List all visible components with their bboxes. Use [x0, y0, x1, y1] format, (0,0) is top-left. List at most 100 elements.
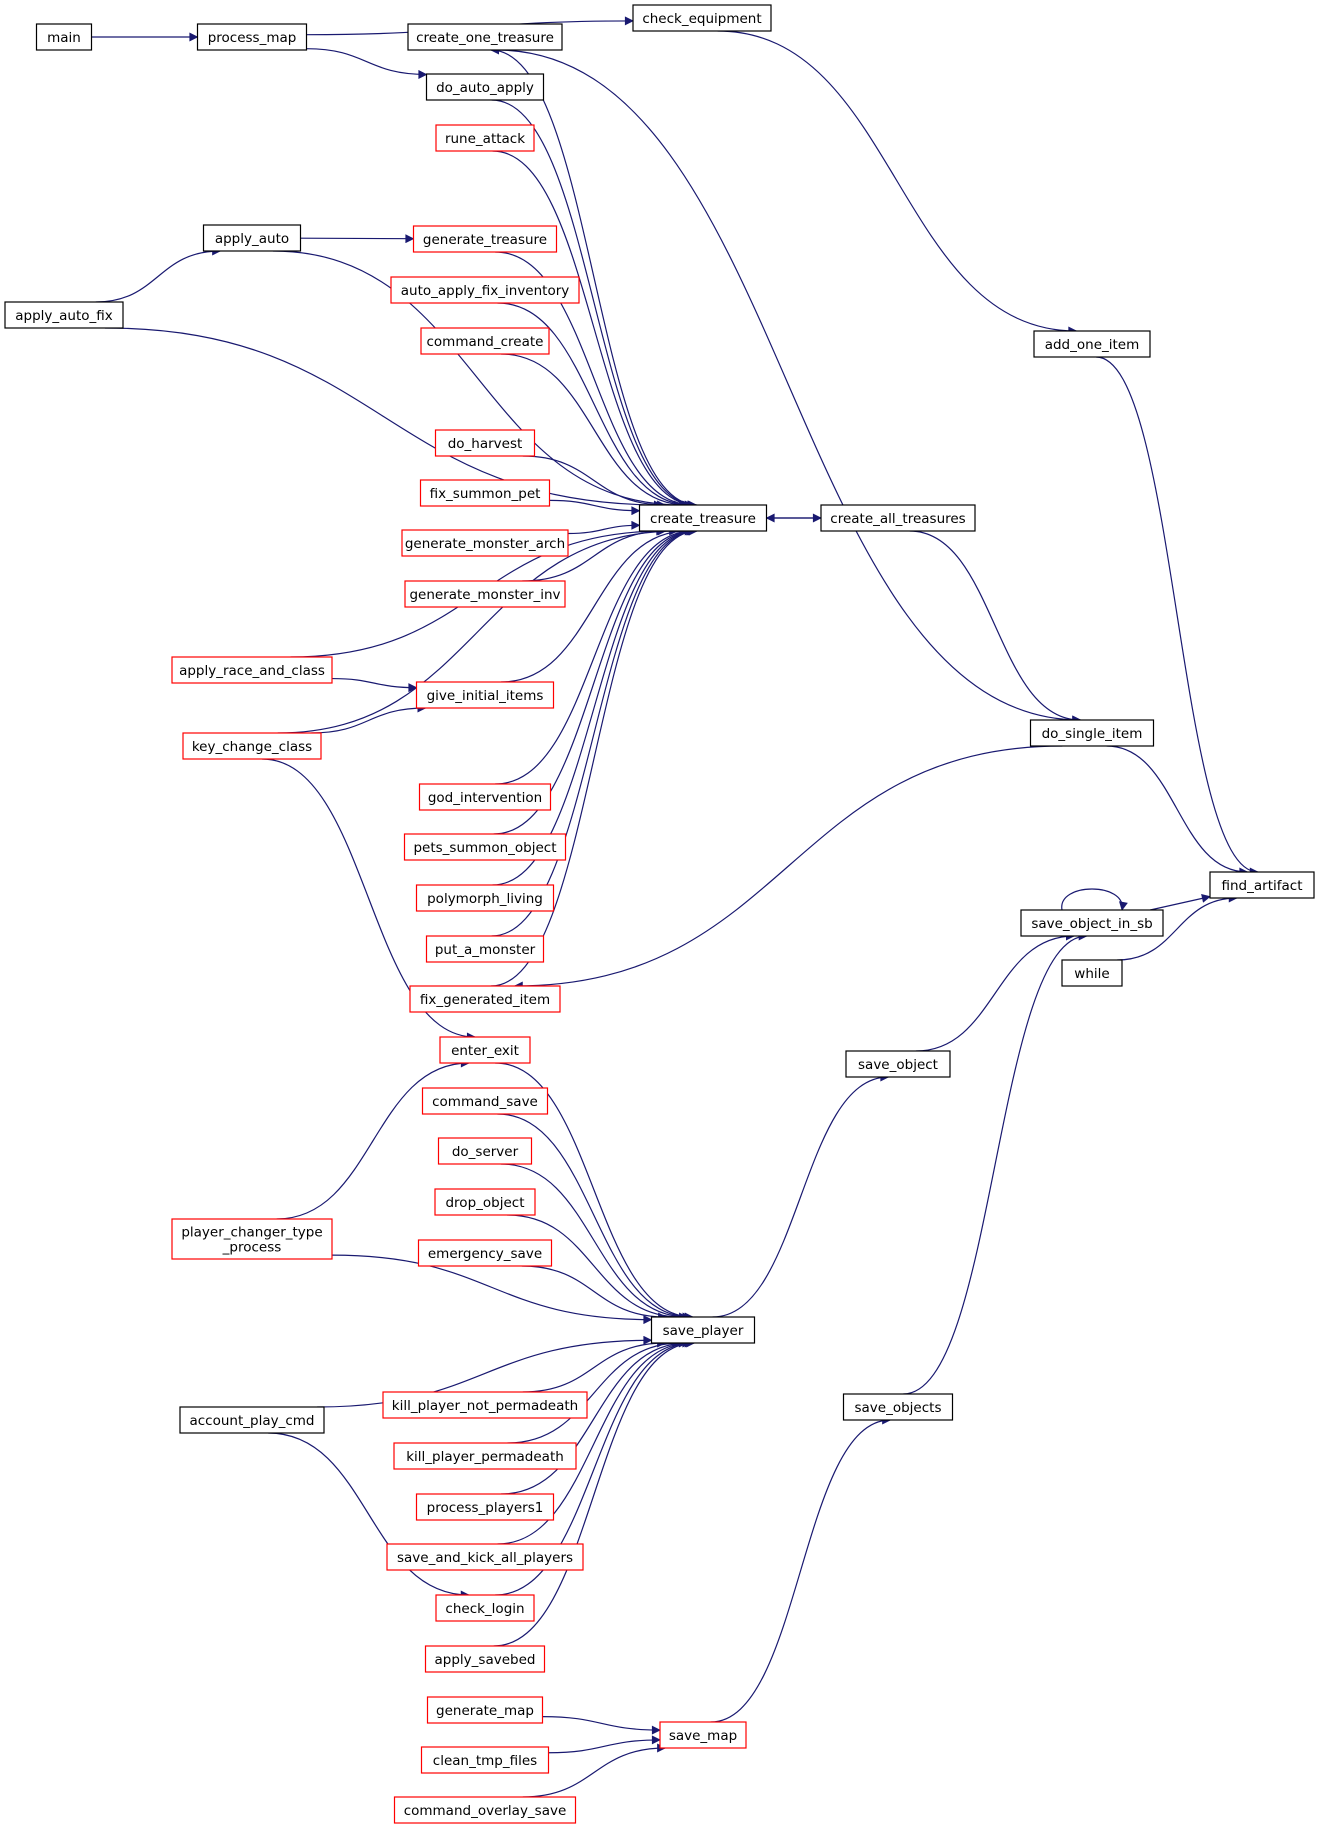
node-save-player[interactable]: save_player — [650, 1316, 756, 1344]
node-generate-map[interactable]: generate_map — [426, 1696, 544, 1724]
edge-add_one_item-to-find_artifact — [1096, 356, 1259, 877]
node-generate-monster-arch[interactable]: generate_monster_arch — [401, 529, 569, 557]
node-create-treasure[interactable]: create_treasure — [638, 504, 768, 532]
edge-do_harvest-to-create_treasure — [522, 455, 667, 510]
edge-do_single_item-to-find_artifact — [1106, 745, 1249, 877]
node-label: create_all_treasures — [830, 511, 965, 527]
node-apply-savebed[interactable]: apply_savebed — [424, 1645, 546, 1673]
node-save-object-in-sb[interactable]: save_object_in_sb — [1020, 909, 1164, 937]
node-auto-apply-fix-inventory[interactable]: auto_apply_fix_inventory — [390, 276, 580, 304]
edge-fix_summon_pet-to-create_treasure — [549, 499, 641, 516]
node-fix-summon-pet[interactable]: fix_summon_pet — [419, 479, 551, 507]
node-rune-attack[interactable]: rune_attack — [435, 124, 535, 152]
node-box — [179, 1406, 325, 1434]
edge-put_a_monster-to-create_treasure — [491, 526, 698, 937]
node-box — [1061, 959, 1123, 987]
edge-kill_player_permadeath-to-save_player — [507, 1338, 682, 1444]
node-while[interactable]: while — [1061, 959, 1123, 987]
node-box — [171, 656, 333, 684]
edge-layer — [91, 16, 1259, 1798]
node-create-one-treasure[interactable]: create_one_treasure — [407, 23, 563, 51]
node-kill-player-not-permadeath[interactable]: kill_player_not_permadeath — [382, 1391, 588, 1419]
edge-do_server-to-save_player — [500, 1163, 689, 1322]
node-process-map[interactable]: process_map — [196, 23, 308, 51]
node-label: while — [1074, 966, 1109, 982]
node-label: player_changer_type_process — [181, 1225, 322, 1256]
node-drop-object[interactable]: drop_object — [434, 1188, 536, 1216]
node-create-all-treasures[interactable]: create_all_treasures — [820, 504, 976, 532]
node-save-map[interactable]: save_map — [659, 1721, 747, 1749]
node-polymorph-living[interactable]: polymorph_living — [415, 884, 555, 912]
node-give-initial-items[interactable]: give_initial_items — [415, 681, 555, 709]
edge-save_objects-to-save_object_in_sb — [903, 931, 1088, 1395]
node-label: put_a_monster — [435, 942, 536, 958]
node-box — [202, 224, 302, 252]
node-do-single-item[interactable]: do_single_item — [1029, 719, 1155, 747]
edge-drop_object-to-save_player — [507, 1214, 682, 1322]
node-clean-tmp-files[interactable]: clean_tmp_files — [420, 1746, 550, 1774]
node-enter-exit[interactable]: enter_exit — [439, 1036, 531, 1064]
node-box — [403, 833, 567, 861]
edge-rune_attack-to-create_treasure — [492, 150, 697, 510]
node-label: fix_generated_item — [420, 992, 550, 1008]
node-key-change-class[interactable]: key_change_class — [182, 732, 322, 760]
node-player-changer-type-process[interactable]: player_changer_type_process — [171, 1218, 333, 1260]
node-box — [820, 504, 976, 532]
node-box — [171, 1218, 333, 1260]
node-box — [435, 124, 535, 152]
edge-player_changer_type_process-to-enter_exit — [276, 1058, 470, 1220]
node-box — [434, 429, 536, 457]
node-label: apply_race_and_class — [179, 663, 325, 679]
node-label: god_intervention — [428, 790, 542, 806]
node-apply-auto-fix[interactable]: apply_auto_fix — [4, 301, 124, 329]
node-command-overlay-save[interactable]: command_overlay_save — [393, 1796, 577, 1824]
node-do-server[interactable]: do_server — [437, 1137, 533, 1165]
node-apply-race-and-class[interactable]: apply_race_and_class — [171, 656, 333, 684]
node-save-object[interactable]: save_object — [845, 1050, 951, 1078]
node-label: do_server — [452, 1144, 519, 1160]
node-box — [439, 1036, 531, 1064]
node-label: emergency_save — [428, 1246, 542, 1262]
node-put-a-monster[interactable]: put_a_monster — [425, 935, 545, 963]
edge-process_map-to-do_auto_apply — [306, 48, 428, 79]
node-fix-generated-item[interactable]: fix_generated_item — [409, 985, 561, 1013]
node-box — [437, 1137, 533, 1165]
node-label: key_change_class — [192, 739, 312, 755]
node-god-intervention[interactable]: god_intervention — [418, 783, 552, 811]
node-save-and-kick-all-players[interactable]: save_and_kick_all_players — [386, 1543, 584, 1571]
edge-apply_auto_fix-to-create_treasure — [104, 327, 663, 510]
node-command-create[interactable]: command_create — [420, 327, 550, 355]
node-label: kill_player_permadeath — [406, 1449, 564, 1465]
edge-polymorph_living-to-create_treasure — [492, 526, 697, 886]
node-kill-player-permadeath[interactable]: kill_player_permadeath — [393, 1442, 577, 1470]
node-label: main — [47, 30, 81, 46]
edge-save_object_in_sb-to-save_object_in_sb — [1061, 888, 1128, 911]
node-label: process_map — [208, 30, 297, 46]
node-apply-auto[interactable]: apply_auto — [202, 224, 302, 252]
node-check-login[interactable]: check_login — [435, 1594, 535, 1622]
node-save-objects[interactable]: save_objects — [842, 1393, 954, 1421]
node-check-equipment[interactable]: check_equipment — [632, 4, 772, 32]
node-generate-monster-inv[interactable]: generate_monster_inv — [404, 580, 566, 608]
node-label: drop_object — [445, 1195, 524, 1211]
edge-generate_monster_arch-to-create_treasure — [567, 520, 641, 535]
node-process-players1[interactable]: process_players1 — [415, 1493, 555, 1521]
node-pets-summon-object[interactable]: pets_summon_object — [403, 833, 567, 861]
node-do-harvest[interactable]: do_harvest — [434, 429, 536, 457]
node-box — [632, 4, 772, 32]
node-label: do_single_item — [1042, 726, 1143, 742]
node-generate-treasure[interactable]: generate_treasure — [412, 225, 558, 253]
node-do-auto-apply[interactable]: do_auto_apply — [425, 73, 545, 101]
node-find-artifact[interactable]: find_artifact — [1209, 871, 1315, 899]
node-box — [418, 783, 552, 811]
node-command-save[interactable]: command_save — [421, 1087, 549, 1115]
node-account-play-cmd[interactable]: account_play_cmd — [179, 1406, 325, 1434]
node-label: generate_map — [436, 1703, 534, 1719]
node-label: give_initial_items — [427, 688, 544, 704]
node-label: rune_attack — [445, 131, 525, 147]
node-label: do_auto_apply — [436, 80, 534, 96]
node-emergency-save[interactable]: emergency_save — [417, 1239, 553, 1267]
node-add-one-item[interactable]: add_one_item — [1033, 330, 1151, 358]
node-main[interactable]: main — [35, 23, 93, 51]
